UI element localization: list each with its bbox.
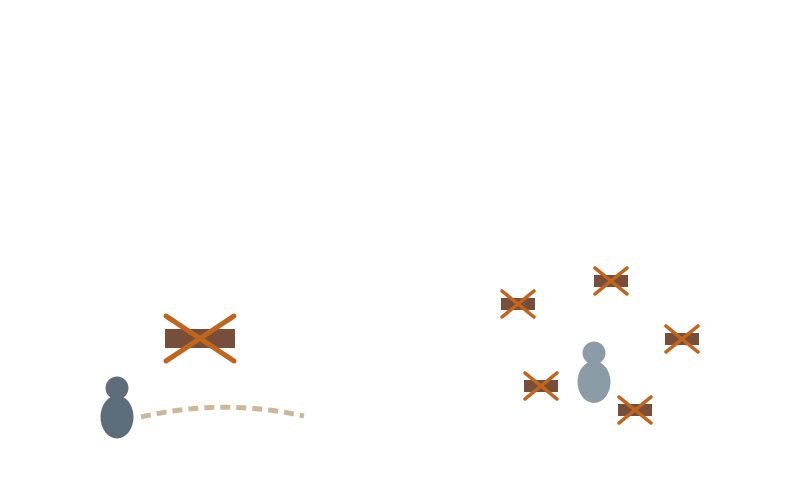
cross-stroke-b [163,313,237,364]
crossed-plank-icon [500,289,536,319]
crossed-plank-icon [617,395,653,425]
left-group [100,313,305,439]
cross-stroke-b [593,266,629,296]
person-head [582,341,606,365]
cross-stroke-b [617,395,653,425]
cross-stroke-b [664,324,700,354]
person-icon [577,341,611,403]
person-head [105,376,129,400]
cross-stroke-b [500,289,536,319]
crossed-plank-icon [163,313,237,364]
crossed-plank-icon [523,371,559,401]
crossed-plank-icon [593,266,629,296]
person-icon [100,376,134,439]
crossed-plank-icon [664,324,700,354]
right-group [500,266,700,425]
person-body [577,361,611,403]
person-body [100,395,134,439]
cross-stroke-b [523,371,559,401]
dashed-trail [140,404,305,420]
